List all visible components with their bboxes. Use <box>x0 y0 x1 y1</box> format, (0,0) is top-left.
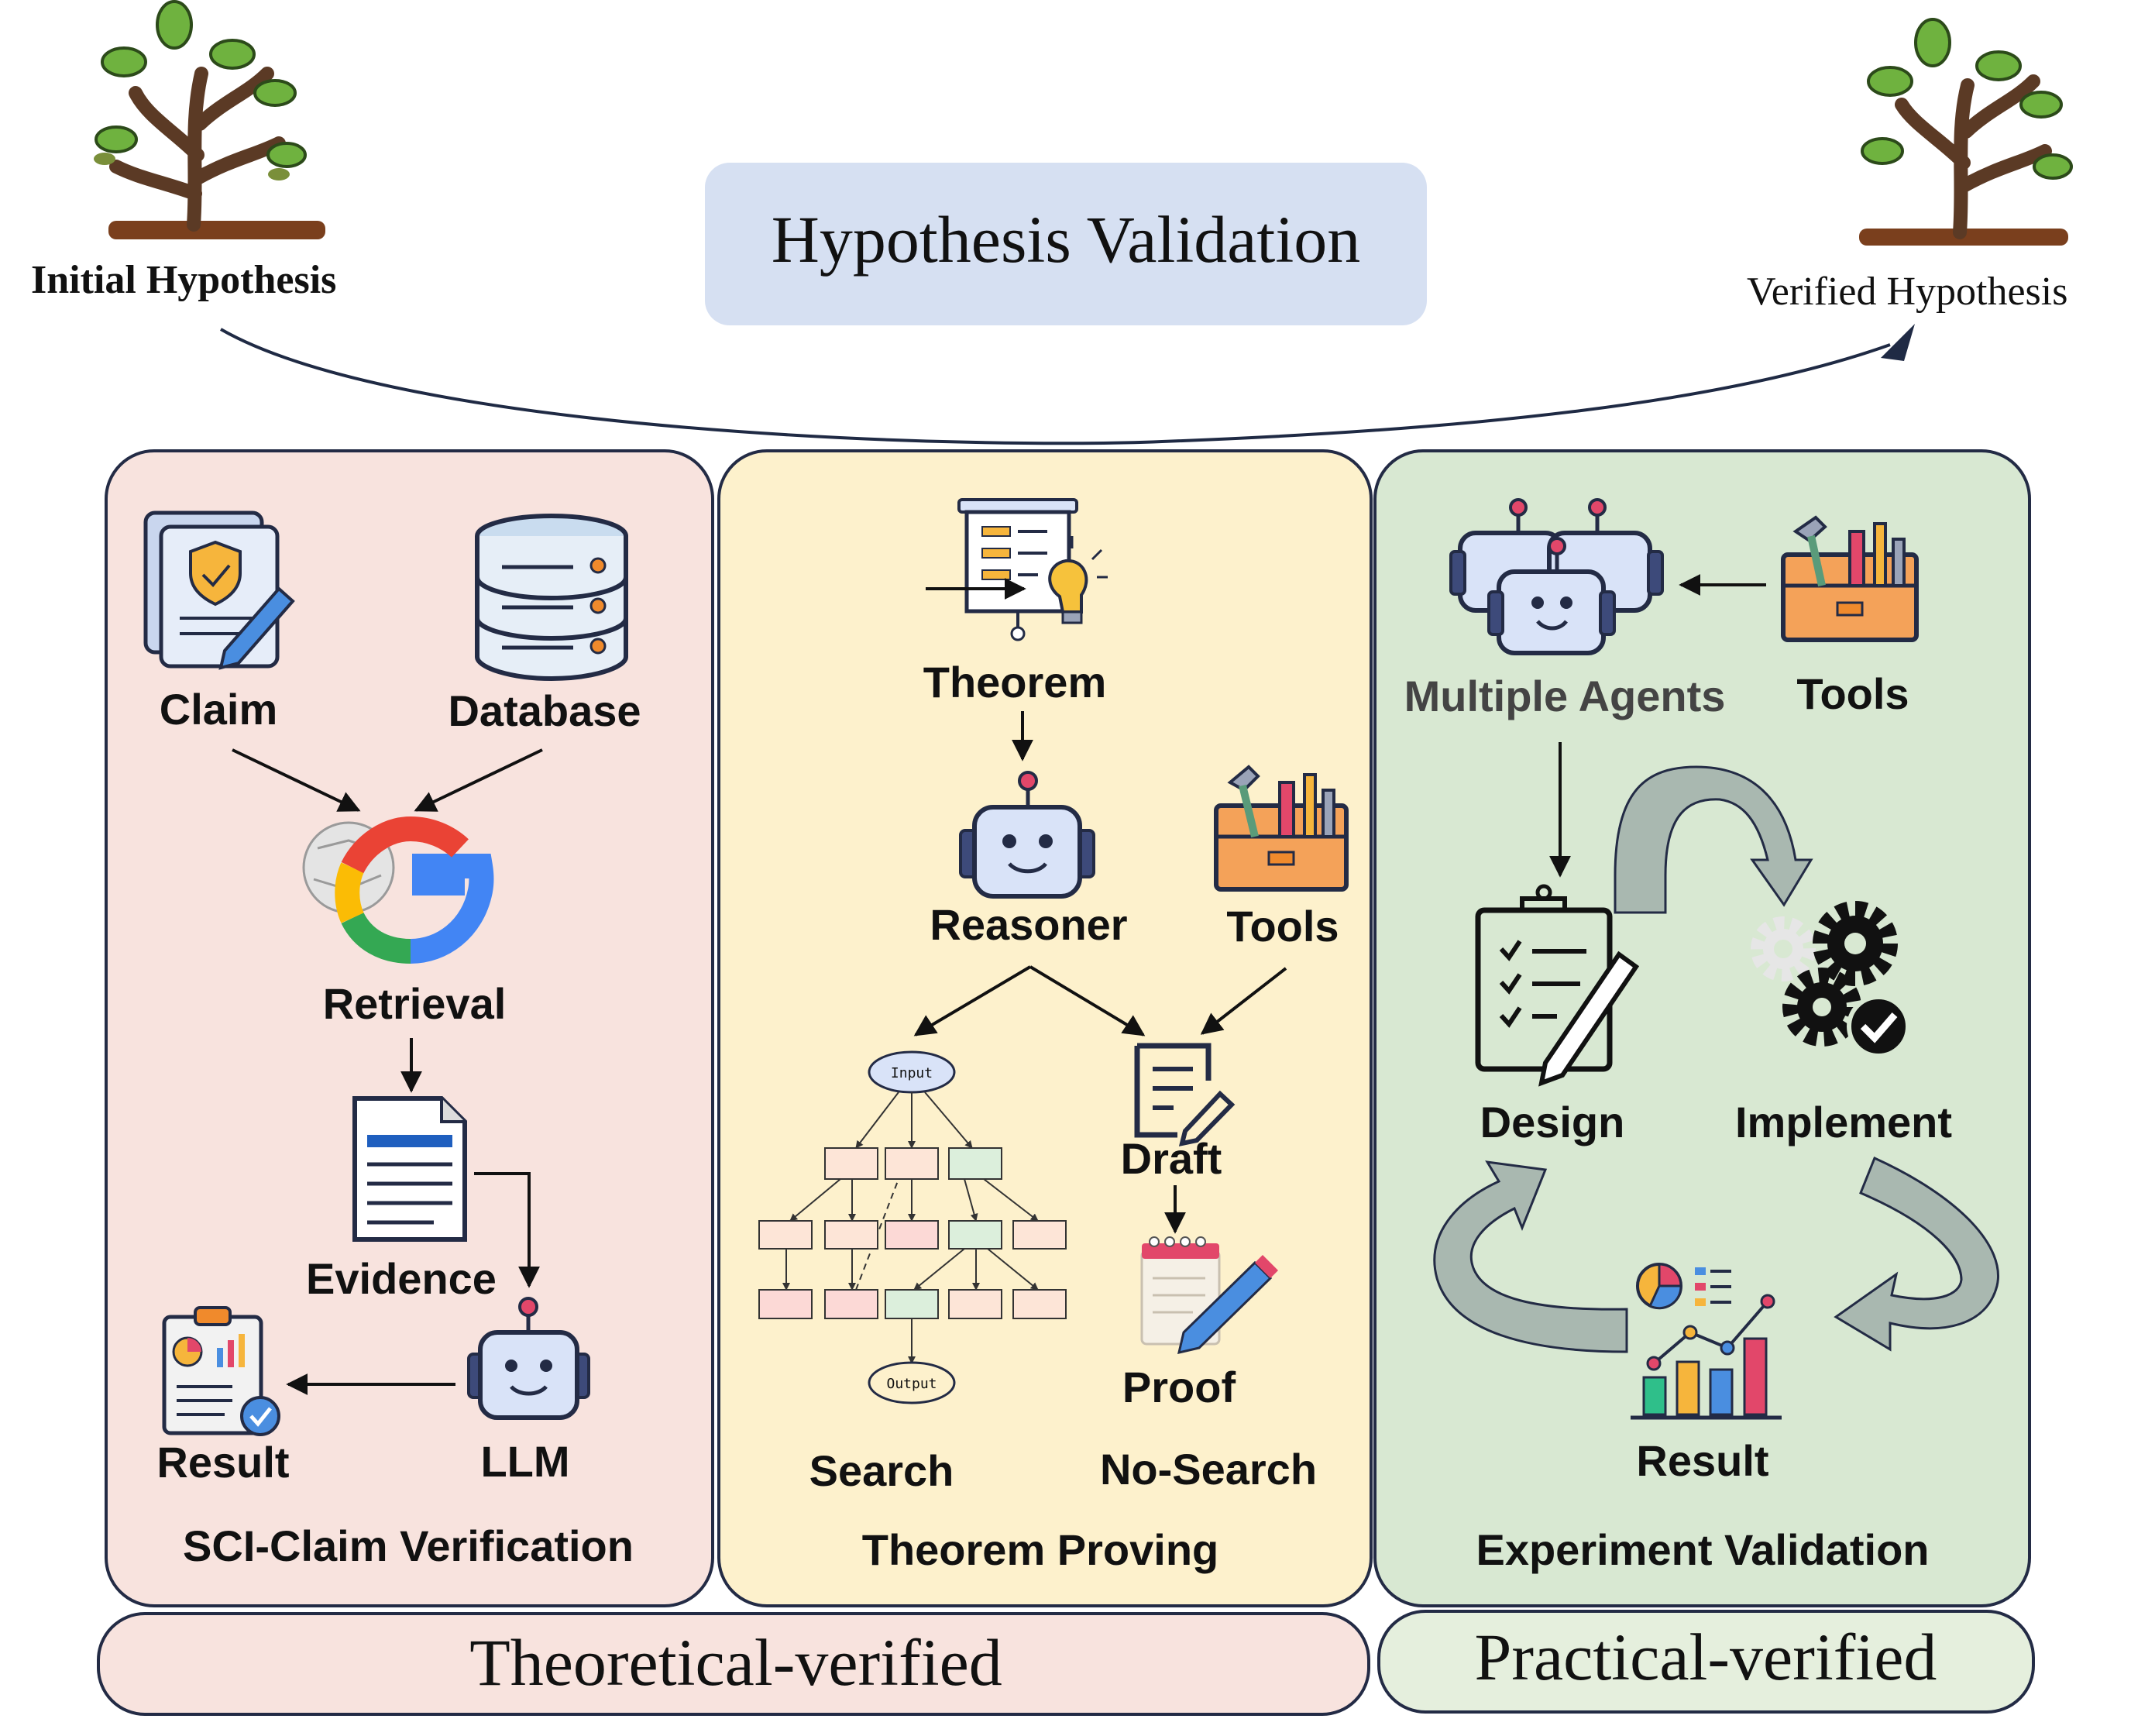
initial-tree-icon <box>94 0 325 239</box>
result-label: Result <box>156 1438 289 1487</box>
claim-label: Claim <box>160 685 278 734</box>
practical-verified-bar <box>1377 1610 2035 1714</box>
experiment-result-label: Result <box>1636 1436 1768 1485</box>
retrieval-label: Retrieval <box>323 979 507 1028</box>
reasoner-branch-arrows <box>919 965 1140 1033</box>
page-title: Hypothesis Validation <box>772 202 1360 277</box>
tree-input-label: Input <box>891 1065 933 1081</box>
proof-label: Proof <box>1122 1363 1236 1411</box>
experiment-panel-caption: Experiment Validation <box>1476 1525 1929 1574</box>
initial-hypothesis-label: Initial Hypothesis <box>31 258 336 302</box>
database-to-retrieval-arrow <box>414 748 543 812</box>
design-clipboard-icon <box>1475 884 1640 1087</box>
reasoner-label: Reasoner <box>930 900 1127 949</box>
multiple-agents-icon <box>1449 498 1664 655</box>
multiple-agents-label: Multiple Agents <box>1404 672 1726 720</box>
theoretical-verified-bar <box>97 1612 1370 1716</box>
google-wikipedia-icon <box>302 816 494 964</box>
draft-edit-icon <box>1134 1043 1236 1146</box>
reasoner-to-search-arrowhead <box>913 1015 938 1036</box>
tree-output-label: Output <box>886 1376 937 1392</box>
design-label: Design <box>1480 1098 1625 1146</box>
database-icon <box>475 514 628 682</box>
implement-gears-icon <box>1751 901 1910 1058</box>
theorem-panel-caption: Theorem Proving <box>862 1525 1219 1574</box>
proof-notepad-icon <box>1140 1236 1278 1355</box>
draft-label: Draft <box>1121 1134 1222 1183</box>
claim-panel-caption: SCI-Claim Verification <box>183 1521 634 1570</box>
llm-robot-icon <box>467 1297 590 1420</box>
experiment-tools-label: Tools <box>1796 669 1909 718</box>
theorem-tools-toolbox-icon <box>1214 765 1349 892</box>
implement-label: Implement <box>1735 1098 1952 1146</box>
llm-label: LLM <box>480 1437 569 1486</box>
theorem-panel <box>717 449 1373 1607</box>
result-report-icon <box>162 1306 280 1436</box>
theorem-label: Theorem <box>923 658 1107 706</box>
claim-to-retrieval-arrow <box>232 748 361 812</box>
cycle-arrow-design-to-implement <box>1614 765 1813 914</box>
no-search-label: No-Search <box>1100 1445 1317 1494</box>
experiment-tools-toolbox-icon <box>1781 515 1919 642</box>
practical-verified-label: Practical-verified <box>1475 1620 1937 1694</box>
verified-hypothesis-label: Verified Hypothesis <box>1747 270 2067 314</box>
cycle-arrow-result-to-design <box>1433 1160 1628 1353</box>
verified-tree-icon <box>1859 18 2073 246</box>
evidence-document-icon <box>352 1096 467 1242</box>
theoretical-verified-label: Theoretical-verified <box>469 1625 1002 1700</box>
evidence-to-llm-arrow <box>474 1172 540 1288</box>
database-label: Database <box>448 686 641 735</box>
tools-to-draft-arrow <box>1200 967 1287 1035</box>
result-analytics-icon <box>1631 1263 1782 1420</box>
reasoner-to-draft-arrowhead <box>1121 1015 1146 1036</box>
experiment-panel <box>1373 449 2031 1607</box>
validation-flow-arrowhead <box>1881 324 1915 361</box>
theorem-tools-label: Tools <box>1226 902 1339 951</box>
cycle-arrow-implement-to-result <box>1834 1156 1999 1352</box>
tree-output-node <box>868 1361 956 1404</box>
evidence-label: Evidence <box>306 1254 497 1303</box>
theorem-presentation-icon <box>957 498 1108 641</box>
validation-flow-arrow <box>220 328 1891 445</box>
claim-document-icon <box>143 510 295 670</box>
search-tree: Input <box>758 1050 1067 1404</box>
title-box <box>705 163 1427 325</box>
reasoner-robot-icon <box>959 771 1095 899</box>
search-label: Search <box>809 1446 954 1495</box>
